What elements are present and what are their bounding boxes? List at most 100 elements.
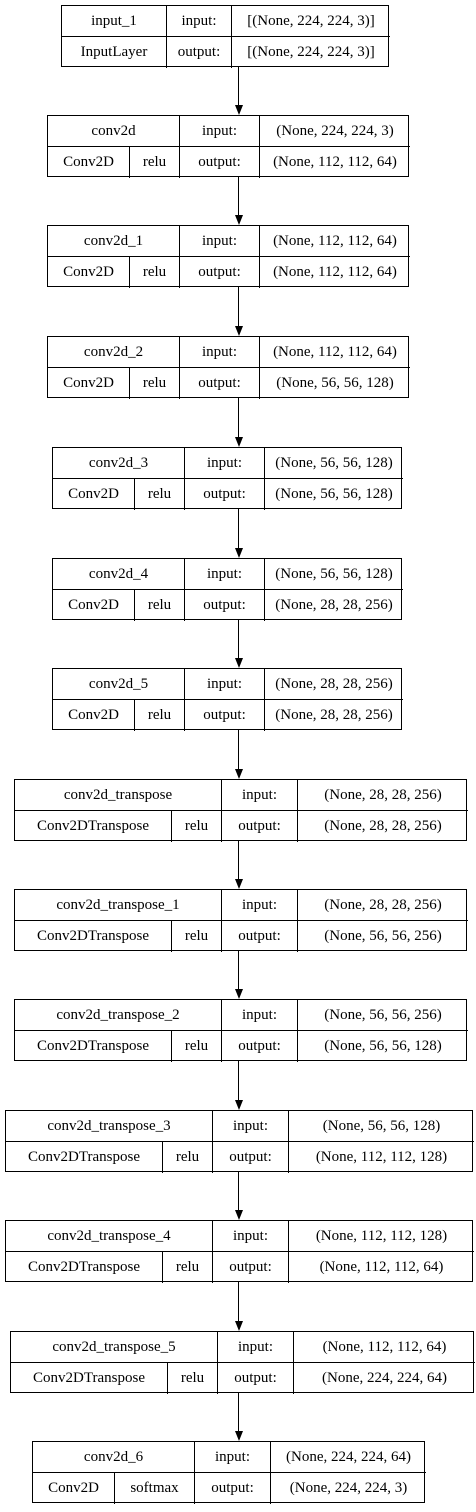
input-shape: (None, 56, 56, 128) xyxy=(289,1111,474,1142)
arrowhead-icon xyxy=(234,437,243,447)
edge-arrow-line xyxy=(238,509,239,548)
output-label: output: xyxy=(180,147,260,178)
input-shape: (None, 28, 28, 256) xyxy=(265,669,403,700)
activation: relu xyxy=(163,1252,213,1283)
layer-type: Conv2DTranspose xyxy=(6,1142,163,1173)
activation: relu xyxy=(135,700,185,731)
input-shape: (None, 28, 28, 256) xyxy=(298,780,468,811)
input-label: input: xyxy=(180,116,260,147)
input-shape: (None, 112, 112, 128) xyxy=(289,1221,474,1252)
layer-type: Conv2D xyxy=(53,700,135,731)
activation: relu xyxy=(168,1363,218,1394)
input-shape: (None, 56, 56, 128) xyxy=(265,448,403,479)
output-shape: [(None, 224, 224, 3)] xyxy=(247,44,375,60)
output-shape: (None, 112, 112, 64) xyxy=(273,154,397,170)
output-shape: (None, 224, 224, 3) xyxy=(289,1480,408,1496)
output-label: output: xyxy=(185,590,265,621)
output-shape: (None, 56, 56, 128) xyxy=(324,1038,442,1054)
edge-arrow-line xyxy=(238,1393,239,1431)
output-shape: (None, 28, 28, 256) xyxy=(275,597,393,613)
output-label: output: xyxy=(167,37,232,68)
layer-name: conv2d_3 xyxy=(53,448,185,479)
edge-arrow-line xyxy=(238,67,239,105)
output-shape: (None, 56, 56, 256) xyxy=(324,928,442,944)
input-label: input: xyxy=(213,1111,289,1142)
input-shape: (None, 112, 112, 64) xyxy=(294,1332,475,1363)
output-shape: (None, 28, 28, 256) xyxy=(324,818,442,834)
activation: relu xyxy=(130,257,180,288)
input-shape: (None, 56, 56, 256) xyxy=(298,1000,468,1031)
input-shape: (None, 112, 112, 64) xyxy=(260,226,410,257)
input-shape: (None, 224, 224, 3) xyxy=(260,116,410,147)
input-shape: (None, 112, 112, 64) xyxy=(260,337,410,368)
layer-name: input_1 xyxy=(62,6,167,37)
input-shape: (None, 224, 224, 64) xyxy=(271,1442,426,1473)
layer-name: conv2d_transpose_2 xyxy=(15,1000,222,1031)
output-label: output: xyxy=(180,257,260,288)
layer-type: Conv2D xyxy=(33,1473,115,1504)
output-shape: (None, 112, 112, 64) xyxy=(273,264,397,280)
output-label: output: xyxy=(195,1473,271,1504)
layer-name: conv2d_5 xyxy=(53,669,185,700)
arrowhead-icon xyxy=(234,1431,243,1441)
input-label: input: xyxy=(222,890,298,921)
layer-type: Conv2D xyxy=(48,257,130,288)
edge-arrow-line xyxy=(238,1282,239,1321)
input-label: input: xyxy=(185,669,265,700)
input-label: input: xyxy=(180,226,260,257)
layer-type: Conv2DTranspose xyxy=(15,1031,172,1062)
input-label: input: xyxy=(185,559,265,590)
layer-type: Conv2DTranspose xyxy=(6,1252,163,1283)
layer-name: conv2d_transpose_1 xyxy=(15,890,222,921)
output-shape: (None, 112, 112, 64) xyxy=(319,1259,444,1275)
output-label: output: xyxy=(185,479,265,510)
input-label: input: xyxy=(185,448,265,479)
arrowhead-icon xyxy=(234,326,243,336)
edge-arrow-line xyxy=(238,730,239,769)
activation: relu xyxy=(135,590,185,621)
output-label: output: xyxy=(222,811,298,842)
layer-name: conv2d xyxy=(48,116,180,147)
input-shape: (None, 56, 56, 128) xyxy=(265,559,403,590)
layer-name: conv2d_1 xyxy=(48,226,180,257)
arrowhead-icon xyxy=(234,215,243,225)
output-label: output: xyxy=(213,1142,289,1173)
activation: softmax xyxy=(115,1473,195,1504)
output-label: output: xyxy=(218,1363,294,1394)
layer-name: conv2d_transpose xyxy=(15,780,222,811)
activation: relu xyxy=(172,921,222,952)
arrowhead-icon xyxy=(234,548,243,558)
input-label: input: xyxy=(222,780,298,811)
layer-type: Conv2D xyxy=(48,147,130,178)
arrowhead-icon xyxy=(234,1100,243,1110)
edge-arrow-line xyxy=(238,620,239,658)
layer-type: Conv2D xyxy=(53,590,135,621)
input-label: input: xyxy=(218,1332,294,1363)
layer-name: conv2d_2 xyxy=(48,337,180,368)
output-shape: (None, 56, 56, 128) xyxy=(276,375,394,391)
input-label: input: xyxy=(180,337,260,368)
input-label: input: xyxy=(213,1221,289,1252)
activation: relu xyxy=(135,479,185,510)
output-label: output: xyxy=(213,1252,289,1283)
output-label: output: xyxy=(222,921,298,952)
output-shape: (None, 56, 56, 128) xyxy=(275,486,393,502)
arrowhead-icon xyxy=(234,989,243,999)
layer-name: conv2d_transpose_5 xyxy=(11,1332,218,1363)
arrowhead-icon xyxy=(234,1321,243,1331)
edge-arrow-line xyxy=(238,287,239,326)
edge-arrow-line xyxy=(238,1061,239,1100)
arrowhead-icon xyxy=(234,879,243,889)
input-shape: (None, 28, 28, 256) xyxy=(298,890,468,921)
